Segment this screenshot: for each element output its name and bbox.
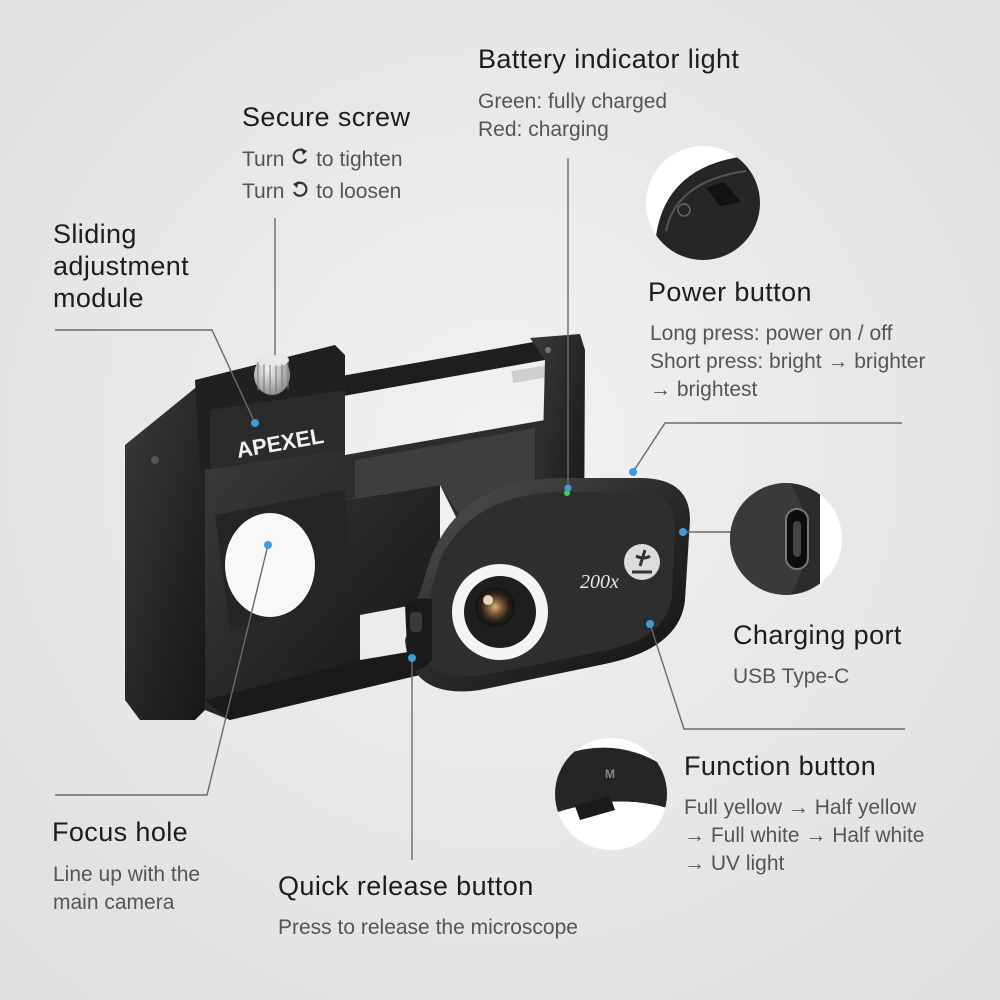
battery-line-red: Red: charging — [478, 118, 609, 141]
rotate-counterclockwise-icon — [290, 179, 310, 207]
power-button-closeup — [646, 146, 760, 260]
charging-port-desc: USB Type-C — [733, 665, 850, 688]
quick-release-title: Quick release button — [278, 871, 534, 901]
tighten-pre: Turn — [242, 148, 285, 171]
battery-line-green: Green: fully charged — [478, 90, 668, 113]
focus-hole-title: Focus hole — [52, 817, 189, 847]
secure-screw-title: Secure screw — [242, 102, 411, 132]
magnification-label: 200x — [580, 571, 619, 593]
function-button-title: Function button — [684, 751, 877, 781]
function-button-closeup: M — [555, 738, 667, 850]
svg-text:M: M — [605, 767, 615, 781]
charging-port-title: Charging port — [733, 620, 902, 650]
battery-indicator-desc: Green: fully charged Red: charging — [478, 88, 667, 144]
charging-port-closeup — [730, 483, 842, 595]
power-button-title: Power button — [648, 277, 812, 307]
sliding-module-title: Sliding adjustment module — [53, 219, 190, 313]
rotate-clockwise-icon — [290, 146, 310, 174]
microscope-device — [405, 478, 690, 692]
callout-dots — [251, 419, 687, 662]
loosen-pre: Turn — [242, 180, 285, 204]
focus-hole-desc: Line up with the main camera — [53, 863, 201, 914]
secure-screw-desc: Turn to tighten Turn to loosen — [242, 146, 403, 207]
tighten-post: to tighten — [316, 148, 403, 171]
battery-indicator-title: Battery indicator light — [478, 44, 740, 74]
function-button-desc: Full yellow → Half yellow → Full white →… — [684, 796, 925, 875]
loosen-post: to loosen — [316, 180, 402, 204]
leader-lines — [55, 158, 905, 860]
quick-release-desc: Press to release the microscope — [278, 916, 578, 939]
power-button-desc: Long press: power on / off Short press: … — [650, 322, 926, 401]
phone-clamp — [125, 334, 585, 720]
